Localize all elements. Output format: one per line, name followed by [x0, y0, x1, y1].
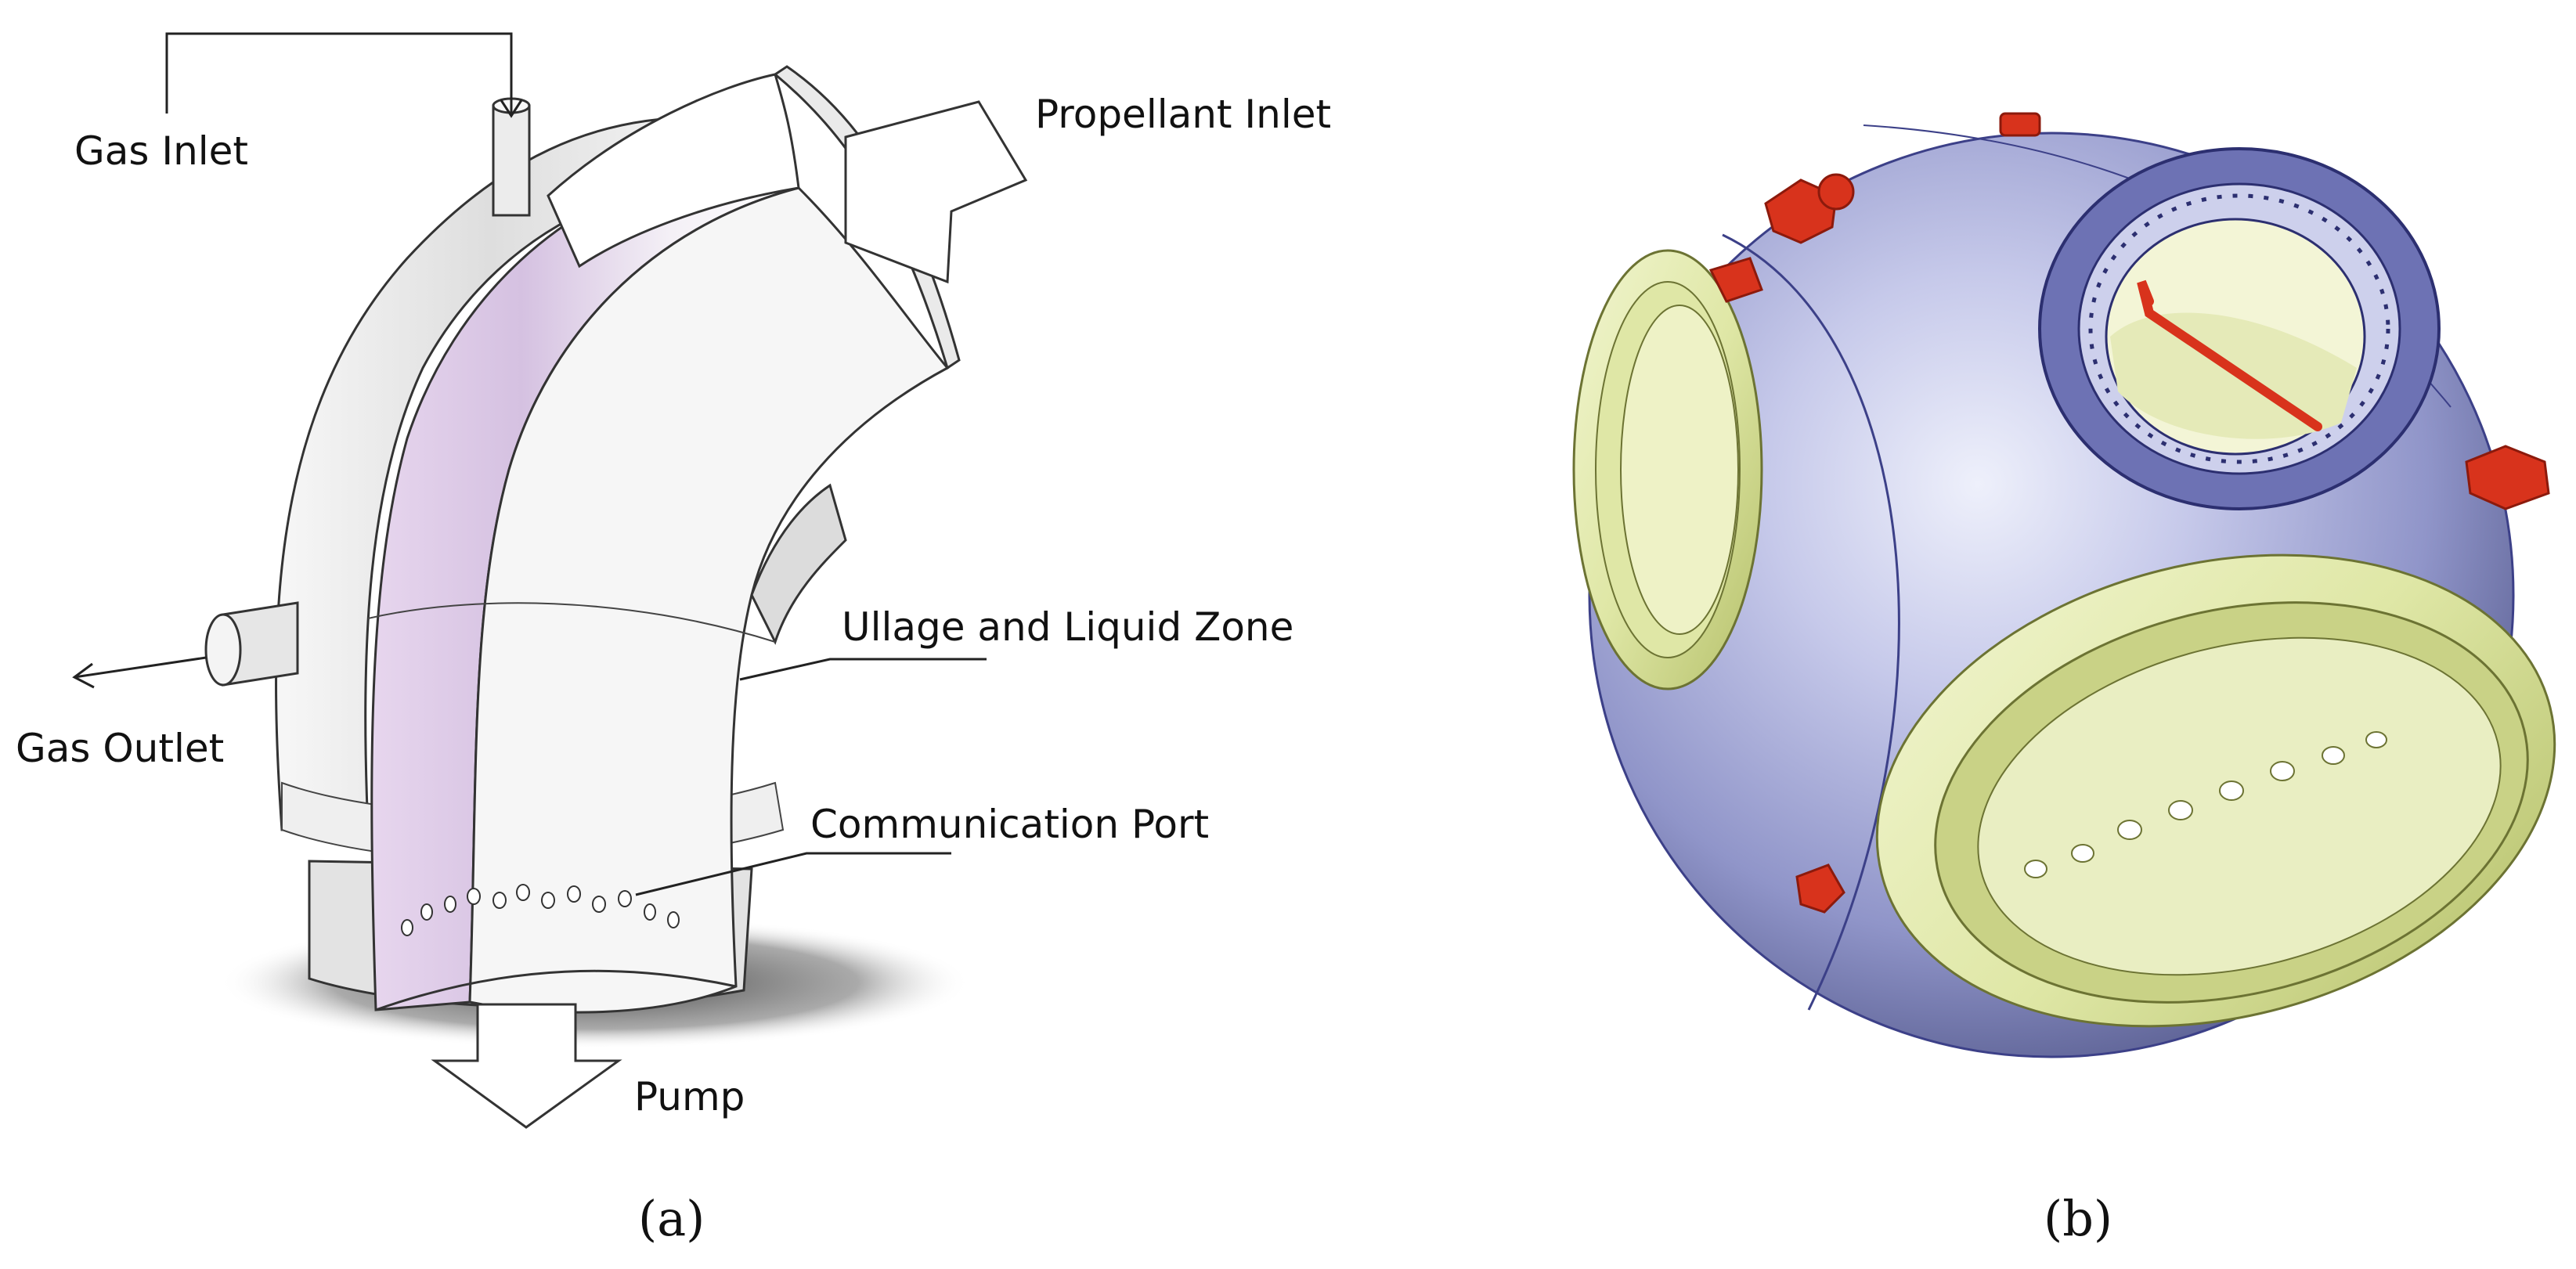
elbow-duct: [468, 186, 950, 1014]
port-hole: [618, 890, 632, 907]
gas-inlet-label: Gas Inlet: [74, 128, 248, 174]
communication-port-leader: [635, 852, 951, 896]
communication-port-holes: [401, 884, 680, 936]
red-fittings: [1708, 112, 2550, 914]
pump-arrow: [431, 1003, 622, 1129]
propellant-inlet-flange: [773, 65, 961, 370]
panel-a-illustration: [204, 65, 971, 1049]
window-bolt-circle: [2088, 193, 2390, 464]
bottom-port-holes: [2024, 731, 2387, 878]
gas-inlet-pipe: [492, 104, 531, 217]
port-hole: [492, 892, 507, 909]
fitting-left: [1708, 257, 1763, 303]
port-hole: [2024, 860, 2047, 878]
bottom-port-bore: [1977, 636, 2502, 976]
propellant-inlet-lip: [547, 73, 800, 269]
panel-b-caption: (b): [2044, 1190, 2112, 1247]
panel-a-caption: (a): [638, 1190, 705, 1247]
port-hole: [2270, 761, 2295, 781]
port-hole: [2365, 731, 2387, 748]
pump-label: Pump: [634, 1074, 745, 1119]
port-hole: [444, 896, 456, 913]
left-port-inner: [1620, 305, 1739, 635]
gas-outlet-pipe-end: [204, 613, 242, 687]
ullage-leader: [739, 658, 987, 681]
port-hole: [667, 911, 680, 928]
port-hole: [2117, 820, 2142, 840]
port-hole: [2071, 844, 2094, 863]
port-hole: [567, 885, 581, 903]
outlet-rim: [375, 969, 737, 1011]
ullage-zone-label: Ullage and Liquid Zone: [842, 604, 1293, 650]
gas-inlet-leader: [165, 32, 513, 116]
gas-inlet-arrowhead: [500, 99, 523, 118]
communication-port-label: Communication Port: [810, 802, 1209, 847]
fitting-right: [2465, 445, 2550, 510]
gas-outlet-leader: [74, 656, 207, 679]
port-hole: [644, 903, 656, 921]
port-hole: [401, 919, 413, 936]
panel-b-illustration: [1572, 112, 2556, 1058]
gas-outlet-label: Gas Outlet: [16, 726, 224, 771]
port-hole: [2219, 781, 2244, 801]
internal-probe: [2137, 279, 2322, 431]
fitting-top-left-nut: [1817, 173, 1855, 211]
zone-seam: [367, 602, 776, 643]
gas-outlet-arrowhead: [72, 662, 95, 689]
fitting-bottom-left: [1795, 863, 1845, 914]
propellant-inlet-arrow: [844, 100, 1028, 284]
port-hole: [2168, 800, 2193, 820]
port-hole: [467, 888, 481, 905]
propellant-inlet-label: Propellant Inlet: [1035, 92, 1331, 137]
port-hole: [516, 884, 530, 901]
port-hole: [2322, 746, 2345, 765]
port-hole: [592, 896, 606, 913]
sphere-seam: [1722, 233, 1900, 1011]
panel-a-annotations: Gas Inlet Propellant Inlet Ullage and Li…: [16, 32, 1331, 1247]
fitting-top: [1999, 112, 2041, 137]
right-ring: [750, 483, 847, 645]
port-hole: [541, 892, 555, 909]
port-hole: [420, 903, 433, 921]
